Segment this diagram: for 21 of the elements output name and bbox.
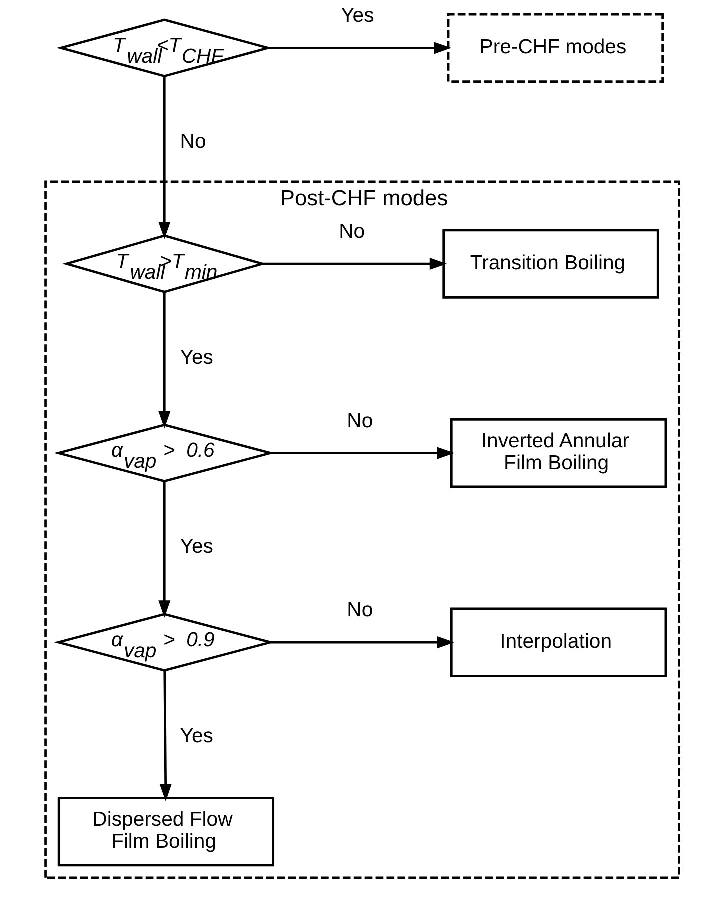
edge-label: Yes xyxy=(180,536,214,558)
arrow xyxy=(268,42,452,54)
edge-label: No xyxy=(339,221,366,244)
edge-label: Yes xyxy=(180,346,214,369)
arrow xyxy=(158,482,171,618)
node-box: Transition Boiling xyxy=(442,229,660,299)
arrow xyxy=(158,76,171,240)
edge-label: No xyxy=(347,410,374,432)
arrow xyxy=(270,447,455,460)
arrow xyxy=(160,670,172,802)
node-box: Dispersed Flow Film Boiling xyxy=(58,797,275,867)
edge-label: No xyxy=(347,600,374,622)
arrow xyxy=(262,258,448,270)
node-box: Interpolation xyxy=(450,608,668,678)
node-box: Inverted Annular Film Boiling xyxy=(450,418,668,488)
node-box: Pre-CHF modes xyxy=(447,13,664,83)
edge-label: No xyxy=(180,131,206,154)
edge-label: Yes xyxy=(180,725,214,748)
edge-label: Yes xyxy=(341,5,374,28)
arrow xyxy=(270,636,455,649)
arrow xyxy=(158,292,171,429)
